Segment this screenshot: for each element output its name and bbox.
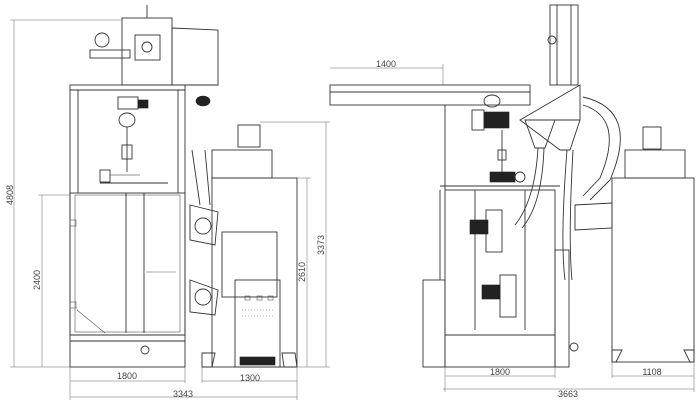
dim-cabinet-height: 2400 bbox=[32, 270, 42, 290]
wheel-motor-icon bbox=[481, 284, 501, 300]
blast-wheel-icon bbox=[194, 288, 212, 306]
side-dimensions: 1400 1800 1108 3663 bbox=[330, 59, 695, 399]
chamber-door bbox=[69, 192, 186, 336]
blast-wheel-icon bbox=[194, 217, 212, 235]
dim-beam-extension: 1400 bbox=[376, 59, 396, 69]
front-view bbox=[69, 5, 298, 368]
electrical-cabinet bbox=[234, 279, 281, 368]
front-dimensions: 4808 2400 1800 1300 3343 2610 3373 bbox=[5, 19, 330, 400]
dim-side-cabinet-width: 1800 bbox=[490, 367, 510, 377]
dim-side-collector-width: 1108 bbox=[642, 367, 661, 377]
dim-total-width: 3343 bbox=[173, 389, 193, 399]
bucket-elevator bbox=[549, 4, 579, 86]
dim-collector-height: 2610 bbox=[297, 262, 307, 282]
blast-wheel-icon bbox=[485, 209, 503, 253]
overhead-beam bbox=[329, 84, 531, 106]
dust-collector-side bbox=[611, 177, 695, 363]
blast-wheel-icon bbox=[499, 274, 517, 318]
dim-cabinet-width: 1800 bbox=[117, 371, 137, 381]
dim-total-height: 4808 bbox=[5, 185, 15, 205]
motor-icon bbox=[94, 32, 110, 48]
bucket-elevator-head bbox=[121, 17, 173, 86]
wheel-motor-icon bbox=[469, 219, 489, 235]
chamber-base bbox=[69, 334, 186, 368]
control-box bbox=[422, 279, 446, 368]
dim-collector-top-height: 3373 bbox=[316, 235, 326, 255]
fan-motor-icon bbox=[642, 126, 662, 150]
dust-collector bbox=[211, 177, 298, 368]
blast-chamber-frame bbox=[69, 84, 186, 336]
dim-side-total-width: 3663 bbox=[558, 389, 578, 399]
dim-collector-width: 1300 bbox=[240, 373, 260, 383]
fan-motor-icon bbox=[237, 124, 261, 148]
side-view bbox=[329, 4, 695, 368]
